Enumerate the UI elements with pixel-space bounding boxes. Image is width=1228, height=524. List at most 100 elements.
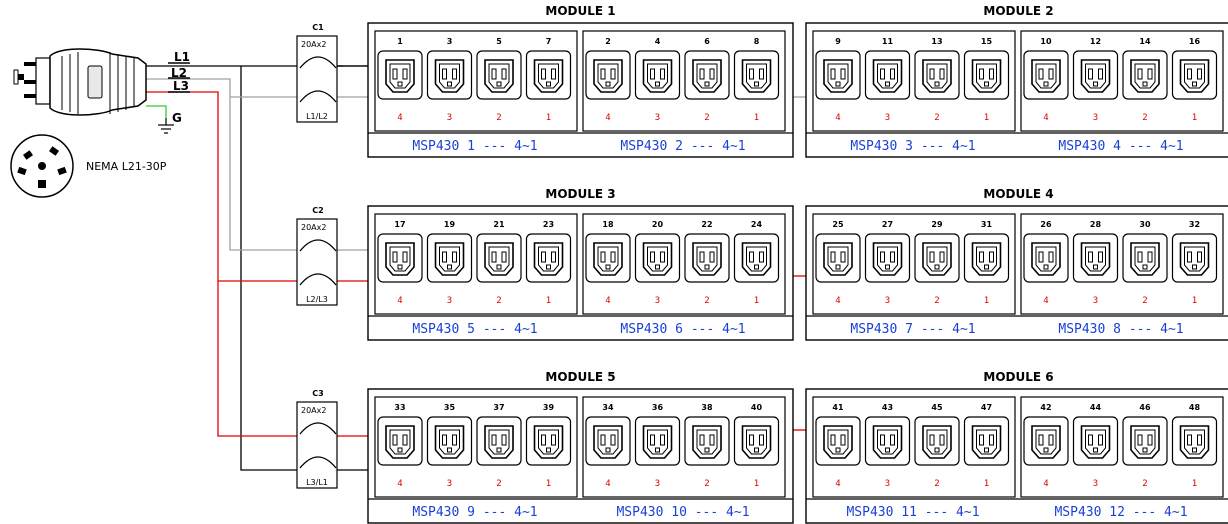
c13-outlet-icon (426, 233, 473, 283)
outlet-index: 4 (835, 113, 840, 123)
outlet-number: 1 (397, 37, 403, 46)
breaker-name: C2 (312, 206, 323, 215)
outlet-number: 35 (444, 403, 456, 412)
outlet-number: 46 (1139, 403, 1151, 412)
outlet-number: 15 (981, 37, 993, 46)
outlet-number: 37 (493, 403, 504, 412)
outlet-number: 16 (1189, 37, 1201, 46)
outlet-number: 8 (754, 37, 760, 46)
outlet-index: 1 (754, 479, 759, 489)
c13-outlet-icon (1023, 50, 1069, 100)
c13-outlet-icon (864, 416, 911, 466)
outlet-index: 4 (835, 479, 840, 489)
outlet-number: 13 (931, 37, 942, 46)
outlet-index: 4 (1043, 479, 1048, 489)
outlet-number: 22 (701, 220, 712, 229)
breaker-contact-icon (299, 456, 337, 469)
outlet-index: 3 (447, 479, 452, 489)
outlet-index: 1 (546, 113, 551, 123)
outlet-index: 2 (496, 113, 501, 123)
module-title: MODULE 1 (545, 4, 615, 18)
wire-ground (146, 105, 167, 118)
ground-symbol-icon (158, 118, 174, 134)
outlet-number: 7 (546, 37, 552, 46)
outlet-index: 1 (984, 296, 989, 306)
c13-outlet-icon (684, 50, 730, 100)
c13-outlet-icon (634, 50, 681, 100)
c13-outlet-icon (963, 416, 1010, 466)
outlet-number: 17 (394, 220, 405, 229)
c13-outlet-icon (1171, 50, 1218, 100)
outlet-index: 1 (546, 479, 551, 489)
c13-outlet-icon (733, 50, 780, 100)
outlet-index: 4 (397, 479, 402, 489)
wire-l2 (146, 78, 297, 251)
outlet-number: 27 (882, 220, 893, 229)
line-label-l1: L1 (174, 50, 190, 64)
msp430-label: MSP430 12 --- 4~1 (1054, 505, 1187, 520)
outlet-index: 2 (1142, 113, 1147, 123)
outlet-index: 3 (1093, 113, 1098, 123)
c13-outlet-icon (733, 416, 780, 466)
msp430-label: MSP430 3 --- 4~1 (850, 139, 975, 154)
c13-outlet-icon (864, 233, 911, 283)
ground-label: G (172, 111, 182, 125)
outlet-number: 47 (981, 403, 992, 412)
breaker-legs: L2/L3 (306, 295, 328, 304)
module-title: MODULE 2 (983, 4, 1053, 18)
outlet-number: 40 (751, 403, 763, 412)
breaker-body (296, 35, 338, 123)
outlet-index: 3 (655, 479, 660, 489)
c13-outlet-icon (815, 50, 861, 100)
outlet-number: 26 (1040, 220, 1052, 229)
outlet-index: 4 (1043, 113, 1048, 123)
outlet-number: 39 (543, 403, 555, 412)
outlet-number: 4 (655, 37, 661, 46)
c13-outlet-icon (733, 233, 780, 283)
outlet-number: 41 (832, 403, 844, 412)
c13-outlet-icon (585, 50, 631, 100)
outlet-index: 2 (1142, 479, 1147, 489)
outlet-number: 29 (931, 220, 943, 229)
c13-outlet-icon (525, 416, 572, 466)
c13-outlet-icon (1171, 233, 1218, 283)
msp430-label: MSP430 11 --- 4~1 (846, 505, 979, 520)
msp430-label: MSP430 6 --- 4~1 (620, 322, 745, 337)
outlet-index: 4 (835, 296, 840, 306)
breaker-contact-icon (299, 239, 337, 252)
outlet-index: 3 (1093, 479, 1098, 489)
breaker-contact-icon (299, 422, 337, 435)
outlet-index: 2 (1142, 296, 1147, 306)
c13-outlet-icon (585, 416, 631, 466)
outlet-number: 31 (981, 220, 993, 229)
breaker-contact-icon (299, 273, 337, 286)
c13-outlet-icon (684, 233, 730, 283)
breaker-body (296, 401, 338, 489)
outlet-index: 4 (1043, 296, 1048, 306)
outlet-index: 4 (605, 296, 610, 306)
outlet-number: 5 (496, 37, 502, 46)
outlet-number: 10 (1040, 37, 1052, 46)
outlet-index: 1 (1192, 296, 1197, 306)
breaker-legs: L1/L2 (306, 112, 328, 121)
outlet-index: 3 (655, 296, 660, 306)
c13-outlet-icon (914, 416, 960, 466)
c13-outlet-icon (476, 50, 522, 100)
outlet-index: 1 (754, 296, 759, 306)
msp430-label: MSP430 2 --- 4~1 (620, 139, 745, 154)
msp430-label: MSP430 4 --- 4~1 (1058, 139, 1183, 154)
c13-outlet-icon (426, 50, 473, 100)
outlet-index: 4 (397, 113, 402, 123)
outlet-index: 1 (984, 479, 989, 489)
